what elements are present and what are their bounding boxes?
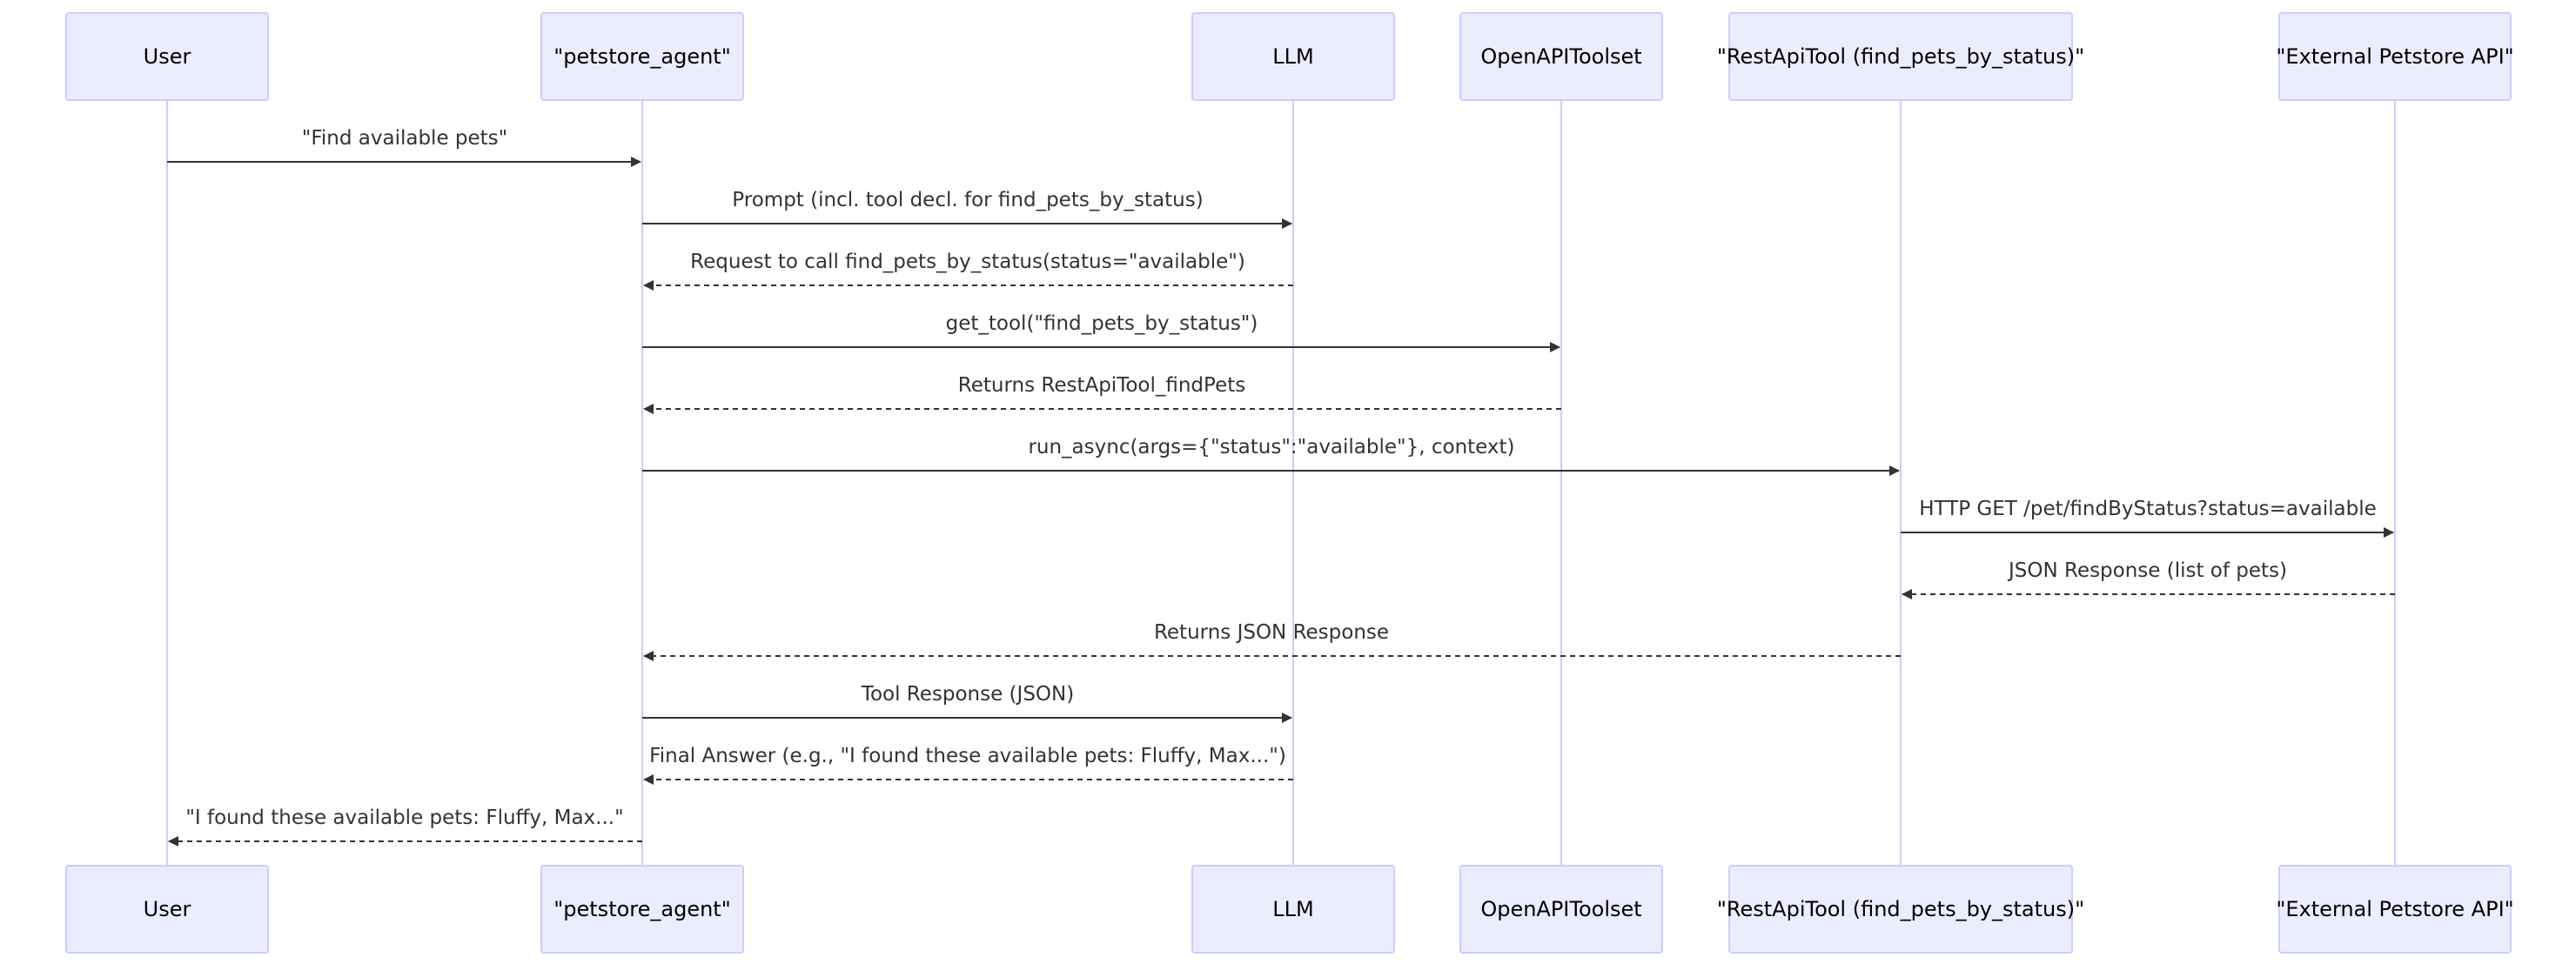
message-12: "I found these available pets: Fluffy, M… [168,807,642,847]
participant-box [1191,865,1395,954]
participant-label: User [144,44,191,69]
message-label: Tool Response (JSON) [861,683,1074,706]
message-label: JSON Response (list of pets) [2007,559,2287,582]
message-5: Returns RestApiTool_findPets [643,374,1561,414]
participant-label: LLM [1272,897,1313,921]
participant-agent-top: "petstore_agent" [540,12,744,101]
participant-label: "External Petstore API" [2276,897,2513,921]
participant-user-top: User [65,12,269,101]
message-9: Returns JSON Response [643,621,1901,661]
participant-toolset-bottom: OpenAPIToolset [1459,865,1663,954]
participant-label: "RestApiTool (find_pets_by_status)" [1717,44,2084,69]
message-label: Final Answer (e.g., "I found these avail… [649,745,1286,767]
participant-llm-top: LLM [1191,12,1395,101]
message-label: HTTP GET /pet/findByStatus?status=availa… [1919,498,2376,520]
message-4: get_tool("find_pets_by_status") [642,312,1560,352]
participant-label: "RestApiTool (find_pets_by_status)" [1717,897,2084,921]
message-3: Request to call find_pets_by_status(stat… [643,251,1293,291]
participant-user-bottom: User [65,865,269,954]
participant-label: User [144,897,191,921]
participant-label: "petstore_agent" [553,897,731,921]
participant-label: OpenAPIToolset [1480,897,1641,921]
message-8: JSON Response (list of pets) [1902,559,2395,599]
participant-label: "petstore_agent" [553,44,731,69]
participant-box [1191,12,1395,101]
message-label: "I found these available pets: Fluffy, M… [185,807,623,829]
participant-petstore-bottom: "External Petstore API" [2276,865,2514,954]
participant-box [2278,12,2512,101]
participant-toolset-top: OpenAPIToolset [1459,12,1663,101]
participant-box [540,12,744,101]
lifelines [166,100,2396,866]
participant-box [1728,12,2073,101]
participant-label: LLM [1272,44,1313,69]
message-6: run_async(args={"status":"available"}, c… [642,436,1900,476]
participant-restapitool-bottom: "RestApiTool (find_pets_by_status)" [1717,865,2084,954]
participant-label: "External Petstore API" [2276,44,2513,69]
message-label: Request to call find_pets_by_status(stat… [690,251,1245,273]
message-11: Final Answer (e.g., "I found these avail… [643,745,1293,785]
participant-petstore-top: "External Petstore API" [2276,12,2514,101]
message-7: HTTP GET /pet/findByStatus?status=availa… [1901,498,2394,538]
participant-box [1459,12,1663,101]
participant-llm-bottom: LLM [1191,865,1395,954]
message-1: "Find available pets" [167,127,641,167]
messages: "Find available pets" Prompt (incl. tool … [167,127,2395,847]
participant-box [540,865,744,954]
message-label: Returns RestApiTool_findPets [958,374,1245,397]
message-label: run_async(args={"status":"available"}, c… [1028,436,1514,459]
participants-top: User "petstore_agent" LLM OpenAPIToolset "Re… [65,12,2514,101]
participant-box [2278,865,2512,954]
message-10: Tool Response (JSON) [642,683,1292,723]
participant-label: OpenAPIToolset [1480,44,1641,69]
participant-box [65,865,269,954]
message-label: Prompt (incl. tool decl. for find_pets_b… [732,189,1203,211]
participant-box [1728,865,2073,954]
participant-agent-bottom: "petstore_agent" [540,865,744,954]
participant-restapitool-top: "RestApiTool (find_pets_by_status)" [1717,12,2084,101]
participant-box [65,12,269,101]
participants-bottom: User "petstore_agent" LLM OpenAPIToolset "Re… [65,865,2514,954]
message-label: Returns JSON Response [1154,621,1389,644]
message-label: get_tool("find_pets_by_status") [946,312,1258,335]
message-2: Prompt (incl. tool decl. for find_pets_b… [642,189,1292,229]
message-label: "Find available pets" [302,127,507,150]
participant-box [1459,865,1663,954]
